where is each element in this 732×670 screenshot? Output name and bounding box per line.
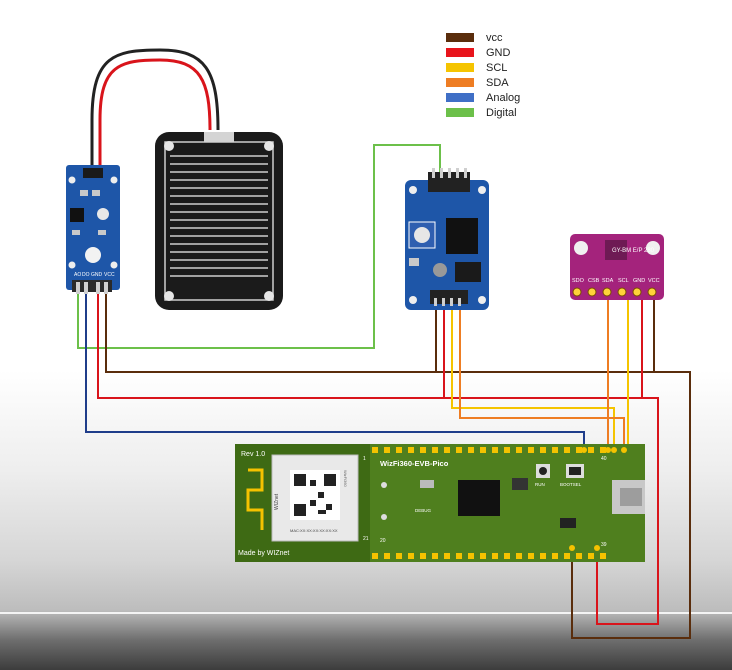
legend-label-vcc: vcc [486,31,503,44]
pin-label-gnd: GND [91,272,103,278]
wire-digital [77,144,441,349]
legend-swatch-scl [446,63,474,72]
bmp-pin-vcc: VCC [648,278,660,284]
pin-label-ao: AO [74,272,81,278]
board-maker-label: Made by WIZnet [238,550,289,557]
wire-gnd-main [97,292,659,625]
rain-sensor-module: AO DO GND VCC [66,165,120,294]
bmp280-sensor: GY-BM E/P 280 SDO CSB SDA SCL GND VCC [570,234,664,300]
bmp-model-label: GY-BM E/P 280 [612,248,655,254]
bmp-pin-csb: CSB [588,278,600,284]
rain-sensor-plate [155,132,283,310]
bmp-pin-gnd: GND [633,278,645,284]
debug-label: DEBUG [415,508,432,513]
legend-swatch-analog [446,93,474,102]
module-model-label: WizFi360 [343,470,348,487]
probe-wire-black [90,48,220,170]
run-label: RUN [535,482,545,487]
legend-label-digital: Digital [486,106,517,119]
pin-label-do: DO [82,272,90,278]
pin-label-vcc: VCC [104,272,115,278]
pin-number-40: 40 [601,456,607,462]
legend-item-analog: Analog [446,90,566,105]
pin-number-1: 1 [363,456,366,462]
wire-scl-adc [451,300,615,450]
legend-swatch-vcc [446,33,474,42]
adc-module [405,168,489,310]
board-rev-label: Rev 1.0 [241,451,265,458]
bmp-pin-scl: SCL [618,278,629,284]
legend-item-gnd: GND [446,45,566,60]
legend-item-scl: SCL [446,60,566,75]
legend-swatch-sda [446,78,474,87]
wire-analog [85,292,585,450]
bmp-pin-sda: SDA [602,278,614,284]
legend-label-gnd: GND [486,46,511,59]
legend-swatch-gnd [446,48,474,57]
legend-item-digital: Digital [446,105,566,120]
pin-number-20: 20 [380,538,386,544]
legend-swatch-digital [446,108,474,117]
video-divider-line [0,612,732,614]
bootsel-label: BOOTSEL [560,482,582,487]
legend-item-vcc: vcc [446,30,566,45]
wire-vcc-main [105,292,691,639]
legend-label-sda: SDA [486,76,509,89]
wire-sda-adc [459,300,625,450]
wizfi360-board: Rev 1.0 Made by WIZnet WIZnet WizFi360 M… [235,444,645,562]
probe-wire-red [98,58,212,170]
pin-number-39: 39 [601,542,607,548]
legend-label-analog: Analog [486,91,521,104]
legend-label-scl: SCL [486,61,508,74]
pin-number-21: 21 [363,536,369,542]
legend-item-sda: SDA [446,75,566,90]
board-name-label: WizFi360-EVB-Pico [380,459,449,468]
wire-color-legend: vcc GND SCL SDA Analog Digital [446,30,566,120]
bmp-pin-sdo: SDO [572,278,585,284]
module-brand-label: WIZnet [274,493,280,510]
module-mac-label: MAC:XX:XX:XX:XX:XX:XX [290,528,338,533]
